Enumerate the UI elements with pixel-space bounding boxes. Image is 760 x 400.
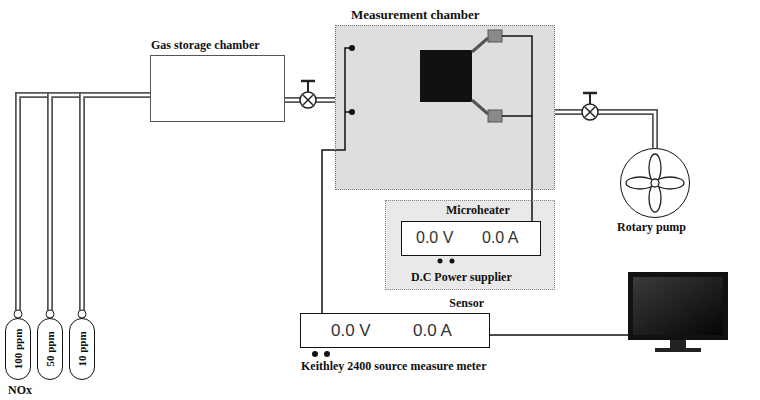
heater-wire [502, 115, 532, 117]
cylinder-valve [46, 310, 54, 318]
gas-label: NOx [8, 383, 32, 398]
terminal [324, 351, 330, 357]
gas-cylinder: 100 ppm [5, 318, 31, 380]
pipe-bore [50, 95, 150, 318]
connector-line [531, 190, 533, 221]
meter-display: 0.0 V 0.0 A [401, 221, 541, 256]
node-label: Measurement chamber [351, 8, 480, 23]
node-label: Gas storage chamber [151, 39, 260, 53]
pipe-bore [18, 95, 150, 318]
node-label: Keithley 2400 source measure meter [301, 360, 487, 374]
gas-cylinder: 50 ppm [37, 318, 63, 380]
gas-storage-chamber: Gas storage chamber [150, 55, 285, 122]
measurement-chamber: Measurement chamber [335, 25, 555, 190]
cylinder-valve [78, 310, 86, 318]
pipe-bore [555, 112, 655, 148]
sensor-wire [345, 111, 352, 113]
contact-pad [488, 30, 502, 42]
data-cable [490, 334, 628, 336]
sensor-wire [335, 48, 352, 150]
signal-wire [532, 190, 533, 221]
valve-symbol [582, 93, 598, 120]
connector-line [555, 112, 655, 148]
rotary-pump: Rotary pump [620, 148, 690, 218]
chip-lead [472, 38, 488, 52]
gas-cylinder: 10 ppm [69, 318, 95, 380]
meter-reading: 0.0 V [331, 321, 371, 341]
pipe-bore [82, 95, 150, 318]
connector-line [50, 95, 150, 318]
node-label: 100 ppm [12, 329, 25, 370]
monitor-stand [670, 340, 686, 348]
power-supply-panel: MicroheaterD.C Power supplier 0.0 V 0.0 A [385, 200, 555, 290]
monitor-base [655, 348, 701, 352]
terminal [450, 259, 455, 264]
meter-display: Sensor0.0 V0.0 AKeithley 2400 source mea… [300, 313, 490, 348]
chamber-fill [335, 25, 555, 190]
node-label: Microheater [446, 204, 510, 218]
gas-pipe [18, 95, 150, 318]
node-label: Sensor [449, 297, 484, 311]
monitor [628, 272, 728, 340]
meter-reading: 0.0 V [416, 229, 453, 247]
gas-pipe [555, 112, 655, 148]
meter-reading: 0.0 A [413, 321, 452, 341]
heater-wire [502, 36, 532, 190]
connector-line [82, 95, 150, 318]
supply-panel-fill [385, 200, 555, 290]
gas-pipe [50, 95, 150, 318]
chip-lead [472, 100, 488, 114]
connector-line [322, 150, 335, 313]
cylinder-valve [14, 310, 22, 318]
valve-symbol [300, 81, 316, 108]
gas-pipe [82, 95, 150, 318]
terminal [312, 351, 318, 357]
terminal [438, 259, 443, 264]
monitor-screen [633, 277, 723, 335]
pump-fan [626, 154, 684, 212]
node-label: D.C Power supplier [411, 271, 512, 285]
signal-wire [322, 150, 335, 313]
node-label: Rotary pump [617, 221, 686, 235]
contact-pad [488, 110, 502, 122]
meter-reading: 0.0 A [482, 229, 518, 247]
sensor-chip [420, 50, 472, 102]
node-label: 50 ppm [44, 331, 57, 366]
node-label: 10 ppm [76, 331, 89, 366]
connector-line [18, 95, 150, 318]
